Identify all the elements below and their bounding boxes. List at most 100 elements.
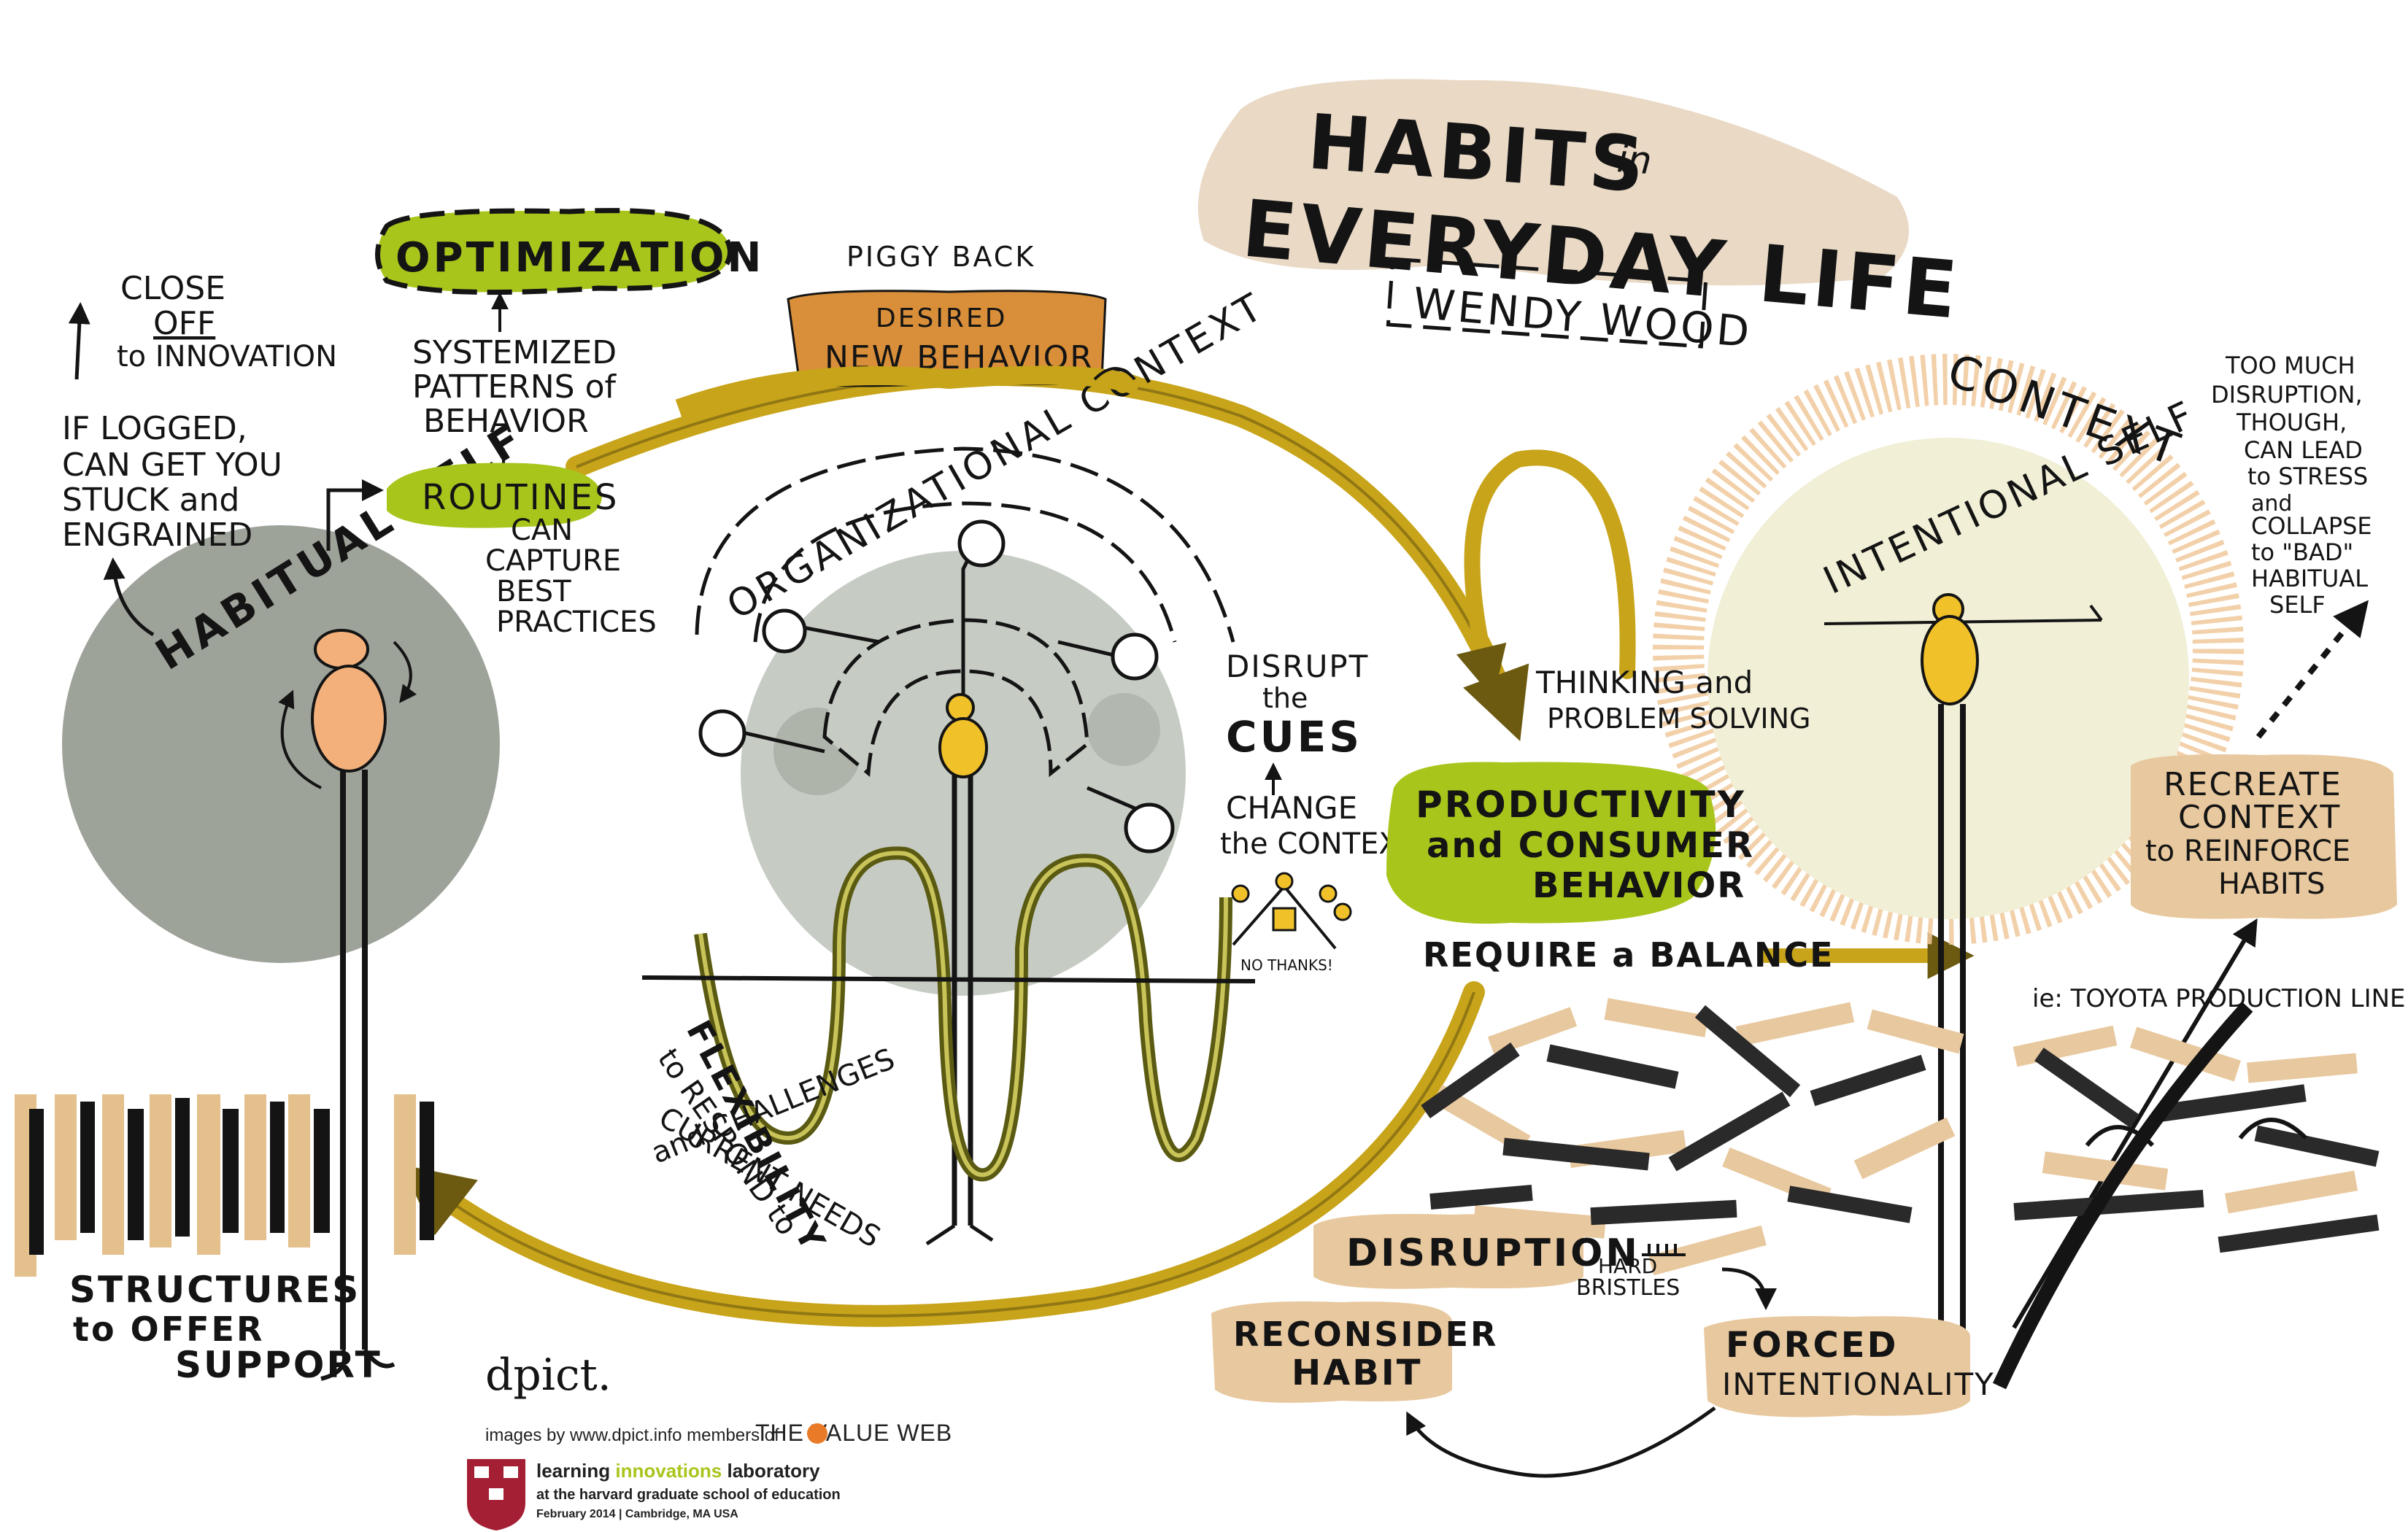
optimization-blob <box>375 208 733 295</box>
forced-1: FORCED <box>1726 1325 1898 1366</box>
structures-group: STRUCTURES to OFFER SUPPORT <box>15 1094 434 1386</box>
close-off-3: to INNOVATION <box>117 340 337 374</box>
recreate-2: CONTEXT <box>2178 799 2341 836</box>
routines-blob <box>387 463 602 528</box>
org-node <box>957 519 1006 568</box>
too-much-3: THOUGH, <box>2236 409 2347 436</box>
structures-2: to OFFER <box>73 1309 264 1349</box>
hard-bristles-2: BRISTLES <box>1576 1275 1680 1301</box>
hard-bristles-1: HARD <box>1598 1254 1657 1278</box>
no-thanks-label: NO THANKS! <box>1240 956 1333 974</box>
productivity-blob <box>1386 762 1716 924</box>
change-1: CHANGE <box>1226 790 1357 826</box>
org-node <box>698 709 746 757</box>
disrupt-1: DISRUPT <box>1226 649 1369 684</box>
systemized-1: SYSTEMIZED <box>412 334 617 371</box>
cycle-arrows <box>401 364 1975 1327</box>
balance-label: REQUIRE a BALANCE <box>1423 935 1834 975</box>
too-much-7: COLLAPSE <box>2251 512 2372 540</box>
recreate-group: RECREATE CONTEXT to REINFORCE HABITS <box>2012 754 2397 1329</box>
reconsider-1: RECONSIDER <box>1233 1315 1498 1354</box>
org-node <box>1111 632 1159 681</box>
productivity-3: BEHAVIOR <box>1532 865 1745 906</box>
routines-label: ROUTINES <box>422 477 619 518</box>
productivity-1: PRODUCTIVITY <box>1416 784 1746 826</box>
thinking-2: PROBLEM SOLVING <box>1547 703 1810 735</box>
author-box <box>1386 257 1708 349</box>
can-capture-4: PRACTICES <box>496 606 657 639</box>
productivity-group: THINKING and PROBLEM SOLVING PRODUCTIVIT… <box>1386 665 1834 975</box>
close-off-1: CLOSE <box>120 270 225 307</box>
org-node <box>762 608 807 654</box>
structures-3: SUPPORT <box>175 1344 382 1386</box>
org-node <box>1124 802 1175 854</box>
structures-1: STRUCTURES <box>69 1269 360 1311</box>
recreate-4: HABITS <box>2218 867 2326 901</box>
org-head-top <box>946 693 975 722</box>
forced-2: INTENTIONALITY <box>1722 1366 1995 1402</box>
can-capture-2: CAPTURE <box>485 544 621 578</box>
optimization-group: OPTIMIZATION SYSTEMIZED PATTERNS of BEHA… <box>326 208 764 639</box>
systemized-2: PATTERNS of <box>412 368 617 406</box>
habitual-head-top <box>314 629 369 670</box>
too-much-10: SELF <box>2269 591 2326 619</box>
habitual-head <box>311 665 387 773</box>
disrupt-group: DISRUPT the CUES CHANGE the CONTEXT NO T… <box>1220 649 1416 974</box>
title-block: HABITS in EVERYDAY LIFE WENDY WOOD <box>1197 79 1964 357</box>
too-much-4: CAN LEAD <box>2244 436 2363 464</box>
value-web-icon <box>807 1423 827 1444</box>
piggy-back-group: PIGGY BACK DESIRED NEW BEHAVIOR <box>675 241 1142 418</box>
org-head <box>938 717 988 778</box>
toyota-label: ie: TOYOTA PRODUCTION LINE <box>2032 984 2406 1013</box>
no-thanks-sketch <box>1231 872 1352 950</box>
optimization-label: OPTIMIZATION <box>395 234 764 282</box>
close-off-2: OFF <box>153 305 215 342</box>
images-by: images by www.dpict.info members of <box>485 1425 779 1445</box>
can-capture-3: BEST <box>496 575 571 608</box>
disruption-label: DISRUPTION <box>1346 1231 1640 1275</box>
lab-school: at the harvard graduate school of educat… <box>536 1487 841 1503</box>
too-much-8: to "BAD" <box>2251 538 2353 566</box>
habitual-self-circle <box>62 525 500 963</box>
thinking-1: THINKING and <box>1535 665 1753 700</box>
too-much-2: DISRUPTION, <box>2211 381 2363 409</box>
disruption-box <box>1313 1214 1583 1289</box>
logged-4: ENGRAINED <box>62 517 252 554</box>
context-halo <box>1653 354 2244 945</box>
title-in: in <box>1616 137 1653 183</box>
reconsider-2: HABIT <box>1292 1353 1423 1393</box>
too-much-6: and <box>2251 491 2292 517</box>
desired-label: DESIRED <box>876 303 1007 333</box>
org-context-group: ORGANIZATIONAL CONTEXT FLEXIBILITY to RE… <box>641 285 1273 1259</box>
lab-date: February 2014 | Cambridge, MA USA <box>536 1508 738 1520</box>
too-much-9: HABITUAL <box>2251 565 2368 592</box>
harvard-shield-icon <box>467 1459 525 1531</box>
intentional-head <box>1921 615 1979 705</box>
can-capture-1: CAN <box>511 514 573 547</box>
forced-box <box>1704 1316 1970 1417</box>
dpict-logo: dpict. <box>485 1350 611 1401</box>
habitual-body <box>340 770 368 1350</box>
piggy-back-label: PIGGY BACK <box>846 241 1035 273</box>
too-much-1: TOO MUCH <box>2225 352 2355 379</box>
disruption-field <box>1421 998 2380 1390</box>
systemized-3: BEHAVIOR <box>423 403 589 440</box>
left-notes: CLOSE OFF to INNOVATION IF LOGGED, CAN G… <box>62 270 337 637</box>
lab-name: learning innovations laboratory <box>536 1460 820 1482</box>
disruption-loop: DISRUPTION HARD BRISTLES FORCED INTENTIO… <box>1211 1214 1995 1478</box>
disrupt-3: CUES <box>1226 712 1362 762</box>
logged-3: STUCK and <box>62 481 239 519</box>
logged-1: IF LOGGED, <box>62 410 247 447</box>
recreate-box <box>2131 754 2397 919</box>
productivity-2: and CONSUMER <box>1427 825 1754 866</box>
credits: dpict. images by www.dpict.info members … <box>467 1350 952 1531</box>
too-much-notes: TOO MUCH DISRUPTION, THOUGH, CAN LEAD to… <box>2211 352 2372 739</box>
disrupt-2: the <box>1262 682 1308 714</box>
recreate-1: RECREATE <box>2164 766 2342 803</box>
loop-arrow <box>1456 449 1636 699</box>
recreate-3: to REINFORCE <box>2145 835 2350 868</box>
structure-pillars <box>15 1094 434 1277</box>
reconsider-box <box>1211 1301 1452 1403</box>
value-web-brand: THE VALUE WEB <box>755 1420 952 1446</box>
